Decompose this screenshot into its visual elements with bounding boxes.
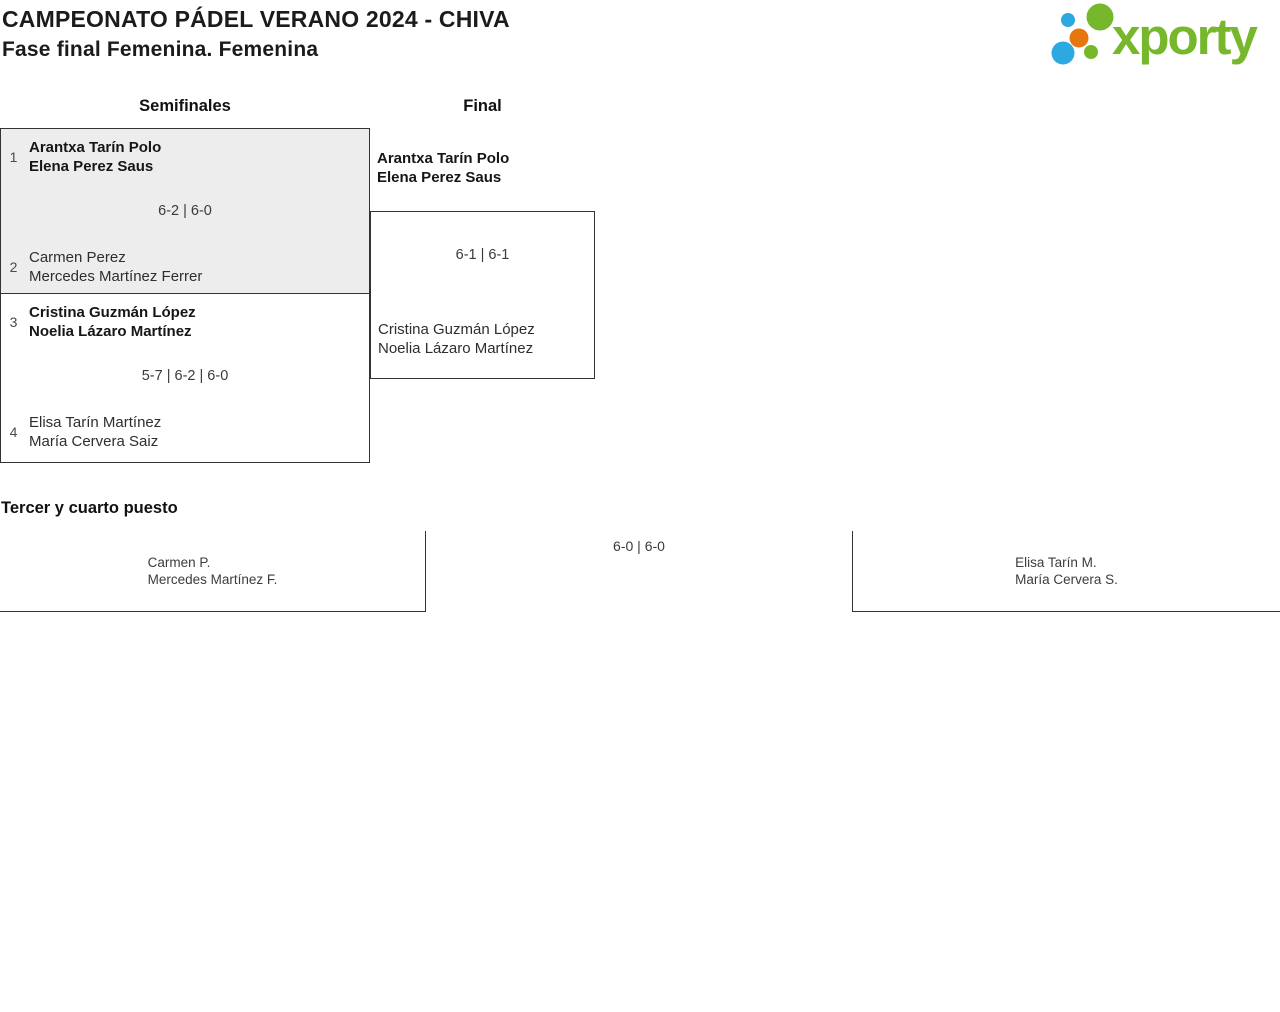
player-name: Elena Perez Saus xyxy=(377,169,502,186)
player-name: Elena Perez Saus xyxy=(29,158,154,175)
page-title: CAMPEONATO PÁDEL VERANO 2024 - CHIVA xyxy=(2,6,510,32)
third-place-heading: Tercer y cuarto puesto xyxy=(1,499,178,517)
semifinal-1-score: 6-2 | 6-0 xyxy=(158,203,212,219)
player-name: Noelia Lázaro Martínez xyxy=(29,323,192,340)
team-names: Cristina Guzmán López Noelia Lázaro Mart… xyxy=(29,303,196,341)
player-name: Cristina Guzmán López xyxy=(29,304,196,321)
semifinal-2-score: 5-7 | 6-2 | 6-0 xyxy=(141,368,229,384)
semifinal-2-team-1: 3 Cristina Guzmán López Noelia Lázaro Ma… xyxy=(7,303,361,341)
team-names: Elisa Tarín Martínez María Cervera Saiz xyxy=(29,413,161,451)
xporty-logo[interactable]: xporty xyxy=(1048,0,1280,72)
player-name: Arantxa Tarín Polo xyxy=(377,150,510,167)
round-header-final: Final xyxy=(463,97,502,115)
page-subtitle: Fase final Femenina. Femenina xyxy=(2,38,319,61)
third-place-score: 6-0 | 6-0 xyxy=(613,538,665,554)
player-name: Elisa Tarín Martínez xyxy=(29,414,162,431)
logo-dots-icon xyxy=(1051,3,1114,65)
third-place-team-right-box: Elisa Tarín M. María Cervera S. xyxy=(852,531,1280,612)
team-names: Elisa Tarín M. María Cervera S. xyxy=(1015,554,1118,588)
final-winner-team: Arantxa Tarín Polo Elena Perez Saus xyxy=(377,149,509,187)
semifinal-2-team-2: 4 Elisa Tarín Martínez María Cervera Sai… xyxy=(7,413,361,451)
semifinal-1-team-1: 1 Arantxa Tarín Polo Elena Perez Saus xyxy=(7,138,361,176)
player-name: Carmen Perez xyxy=(29,249,126,266)
team-names: Carmen P. Mercedes Martínez F. xyxy=(148,554,278,588)
player-name: Cristina Guzmán López xyxy=(378,321,535,338)
logo-wordmark: xporty xyxy=(1112,8,1259,65)
player-name: Elisa Tarín M. xyxy=(1015,555,1097,570)
final-score: 6-1 | 6-1 xyxy=(455,247,510,263)
player-name: Arantxa Tarín Polo xyxy=(29,139,162,156)
player-name: Noelia Lázaro Martínez xyxy=(378,340,534,357)
seed-number: 3 xyxy=(9,314,18,330)
player-name: María Cervera S. xyxy=(1015,572,1118,587)
player-name: Carmen P. xyxy=(147,555,211,570)
final-match-box: 6-1 | 6-1 Cristina Guzmán López Noelia L… xyxy=(370,211,595,379)
team-names: Arantxa Tarín Polo Elena Perez Saus xyxy=(29,138,161,176)
semifinal-1-team-2: 2 Carmen Perez Mercedes Martínez Ferrer xyxy=(7,248,361,286)
final-runnerup-team: Cristina Guzmán López Noelia Lázaro Mart… xyxy=(378,320,535,358)
player-name: María Cervera Saiz xyxy=(29,433,159,450)
seed-number: 4 xyxy=(9,424,18,440)
player-name: Mercedes Martínez Ferrer xyxy=(29,268,203,285)
seed-number: 2 xyxy=(9,259,18,275)
semifinal-1-match-box: 1 Arantxa Tarín Polo Elena Perez Saus 6-… xyxy=(0,128,370,294)
team-names: Carmen Perez Mercedes Martínez Ferrer xyxy=(29,248,202,286)
semifinal-2-match-box: 3 Cristina Guzmán López Noelia Lázaro Ma… xyxy=(0,293,370,463)
round-header-semifinals: Semifinales xyxy=(139,97,231,115)
seed-number: 1 xyxy=(9,149,18,165)
xporty-logo-graphic: xporty xyxy=(1051,3,1261,65)
third-place-team-left-box: Carmen P. Mercedes Martínez F. xyxy=(0,531,426,612)
player-name: Mercedes Martínez F. xyxy=(147,572,278,587)
